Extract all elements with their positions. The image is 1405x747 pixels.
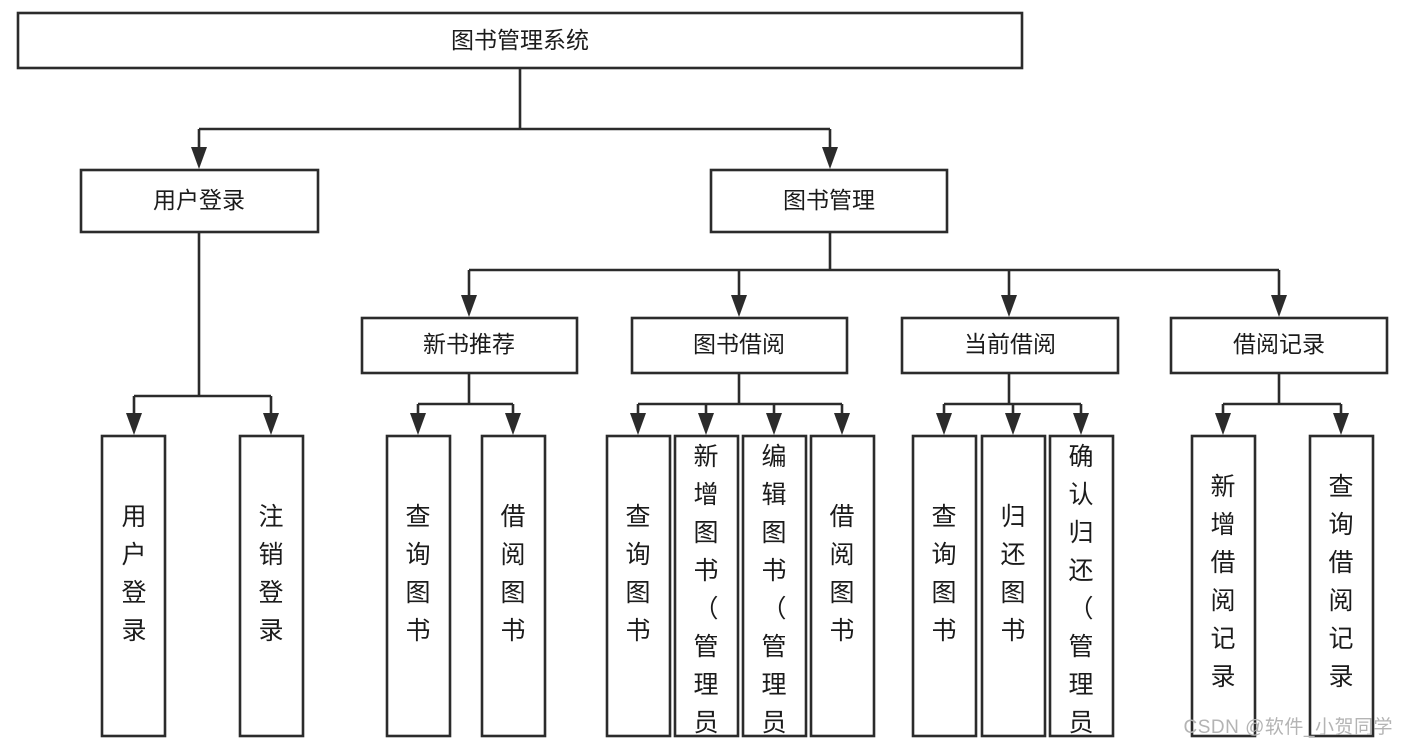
arrow-head-leaf-edit-book-admin (766, 413, 782, 435)
arrow-head-leaf-user-login (126, 413, 142, 435)
node-new-book-recommend[interactable]: 新书推荐 (360, 316, 579, 375)
arrow-head-leaf-query-borrow-record (1333, 413, 1349, 435)
connectors-user-login-to-leaves (126, 232, 279, 435)
node-borrow-record-label: 借阅记录 (1233, 331, 1325, 357)
leaf-query-borrow-record-label: 查询借阅记录 (1328, 473, 1353, 691)
node-user-login[interactable]: 用户登录 (79, 168, 320, 234)
arrow-head-leaf-query-book-3 (936, 413, 952, 435)
arrow-head-leaf-query-book-1 (410, 413, 426, 435)
node-new-book-recommend-label: 新书推荐 (423, 331, 515, 357)
leaf-logout-login-label: 注销登录 (258, 503, 283, 645)
leaf-edit-book-admin-label: 编辑图书（管理员） (761, 443, 786, 747)
arrow-head-leaf-add-book-admin (698, 413, 714, 435)
arrow-head-leaf-logout-login (263, 413, 279, 435)
leaf-add-borrow-record-box[interactable] (1190, 434, 1257, 738)
node-book-manage[interactable]: 图书管理 (709, 168, 949, 234)
leaf-query-borrow-record-box[interactable] (1308, 434, 1375, 738)
leaf-add-borrow-record-label: 新增借阅记录 (1210, 473, 1235, 691)
arrow-head-leaf-add-borrow-record (1215, 413, 1231, 435)
arrow-head-book-borrow (731, 295, 747, 317)
leaf-node-borrow-book-1[interactable]: 借阅图书 (480, 434, 547, 738)
leaf-query-book-3-label: 查询图书 (931, 503, 956, 645)
leaf-node-borrow-book-2[interactable]: 借阅图书 (809, 434, 876, 738)
leaf-borrow-book-1-label: 借阅图书 (500, 503, 525, 645)
watermark: CSDN @软件_小贺同学 (1183, 717, 1393, 738)
node-new-book-recommend-box[interactable] (360, 316, 579, 375)
leaf-node-return-book[interactable]: 归还图书 (980, 434, 1047, 738)
leaf-confirm-return-admin-box[interactable] (1048, 434, 1115, 738)
connectors-new-book-recommend-to-leaves (410, 373, 521, 435)
node-user-login-label: 用户登录 (153, 187, 245, 213)
leaf-node-add-borrow-record[interactable]: 新增借阅记录 (1190, 434, 1257, 738)
connectors-root-to-level2 (191, 68, 838, 169)
leaf-confirm-return-admin-label: 确认归还（管理员） (1068, 443, 1093, 747)
leaf-node-query-book-1[interactable]: 查询图书 (385, 434, 452, 738)
leaf-query-book-1-label: 查询图书 (405, 503, 430, 645)
leaf-borrow-book-2-box[interactable] (809, 434, 876, 738)
connectors-book-borrow-to-leaves (630, 373, 850, 435)
leaf-borrow-book-1-box[interactable] (480, 434, 547, 738)
leaf-query-book-2-box[interactable] (605, 434, 672, 738)
leaf-node-logout-login[interactable]: 注销登录 (238, 434, 305, 738)
arrow-head-leaf-confirm-return-admin (1073, 413, 1089, 435)
leaf-node-query-borrow-record[interactable]: 查询借阅记录 (1308, 434, 1375, 738)
leaf-return-book-box[interactable] (980, 434, 1047, 738)
leaf-node-confirm-return-admin[interactable]: 确认归还（管理员） (1048, 434, 1115, 747)
leaf-node-add-book-admin[interactable]: 新增图书（管理员） (673, 434, 740, 747)
leaf-node-edit-book-admin[interactable]: 编辑图书（管理员） (741, 434, 808, 747)
arrow-head-leaf-borrow-book-2 (834, 413, 850, 435)
connectors-borrow-record-to-leaves (1215, 373, 1349, 435)
leaf-node-query-book-3[interactable]: 查询图书 (911, 434, 978, 738)
node-user-login-box[interactable] (79, 168, 320, 234)
leaf-query-book-1-box[interactable] (385, 434, 452, 738)
leaf-user-login-box[interactable] (100, 434, 167, 738)
leaf-query-book-3-box[interactable] (911, 434, 978, 738)
leaf-return-book-label: 归还图书 (1000, 503, 1025, 645)
arrow-head-current-borrow (1001, 295, 1017, 317)
node-book-manage-box[interactable] (709, 168, 949, 234)
connectors-book-manage-to-level3 (461, 232, 1287, 317)
leaf-add-book-admin-label: 新增图书（管理员） (693, 443, 718, 747)
node-current-borrow-label: 当前借阅 (964, 331, 1056, 357)
leaf-node-query-book-2[interactable]: 查询图书 (605, 434, 672, 738)
arrow-head-borrow-record (1271, 295, 1287, 317)
connectors-current-borrow-to-leaves (936, 373, 1089, 435)
node-current-borrow-box[interactable] (900, 316, 1120, 375)
node-borrow-record-box[interactable] (1169, 316, 1389, 375)
arrow-head-user-login (191, 147, 207, 169)
leaf-node-user-login[interactable]: 用户登录 (100, 434, 167, 738)
leaf-user-login-label: 用户登录 (121, 503, 146, 645)
leaf-logout-login-box[interactable] (238, 434, 305, 738)
arrow-head-leaf-query-book-2 (630, 413, 646, 435)
node-borrow-record[interactable]: 借阅记录 (1169, 316, 1389, 375)
node-book-manage-label: 图书管理 (783, 187, 875, 213)
node-current-borrow[interactable]: 当前借阅 (900, 316, 1120, 375)
node-root-box[interactable] (16, 11, 1024, 70)
leaf-edit-book-admin-box[interactable] (741, 434, 808, 738)
node-book-borrow[interactable]: 图书借阅 (630, 316, 849, 375)
leaf-query-book-2-label: 查询图书 (625, 503, 650, 645)
node-root-book-management-system[interactable]: 图书管理系统 (16, 11, 1024, 70)
node-book-borrow-box[interactable] (630, 316, 849, 375)
arrow-head-book-manage (822, 147, 838, 169)
leaf-add-book-admin-box[interactable] (673, 434, 740, 738)
arrow-head-new-book-recommend (461, 295, 477, 317)
leaf-borrow-book-2-label: 借阅图书 (829, 503, 854, 645)
node-root-label: 图书管理系统 (451, 27, 589, 53)
arrow-head-leaf-return-book (1005, 413, 1021, 435)
arrow-head-leaf-borrow-book-1 (505, 413, 521, 435)
node-book-borrow-label: 图书借阅 (693, 331, 785, 357)
